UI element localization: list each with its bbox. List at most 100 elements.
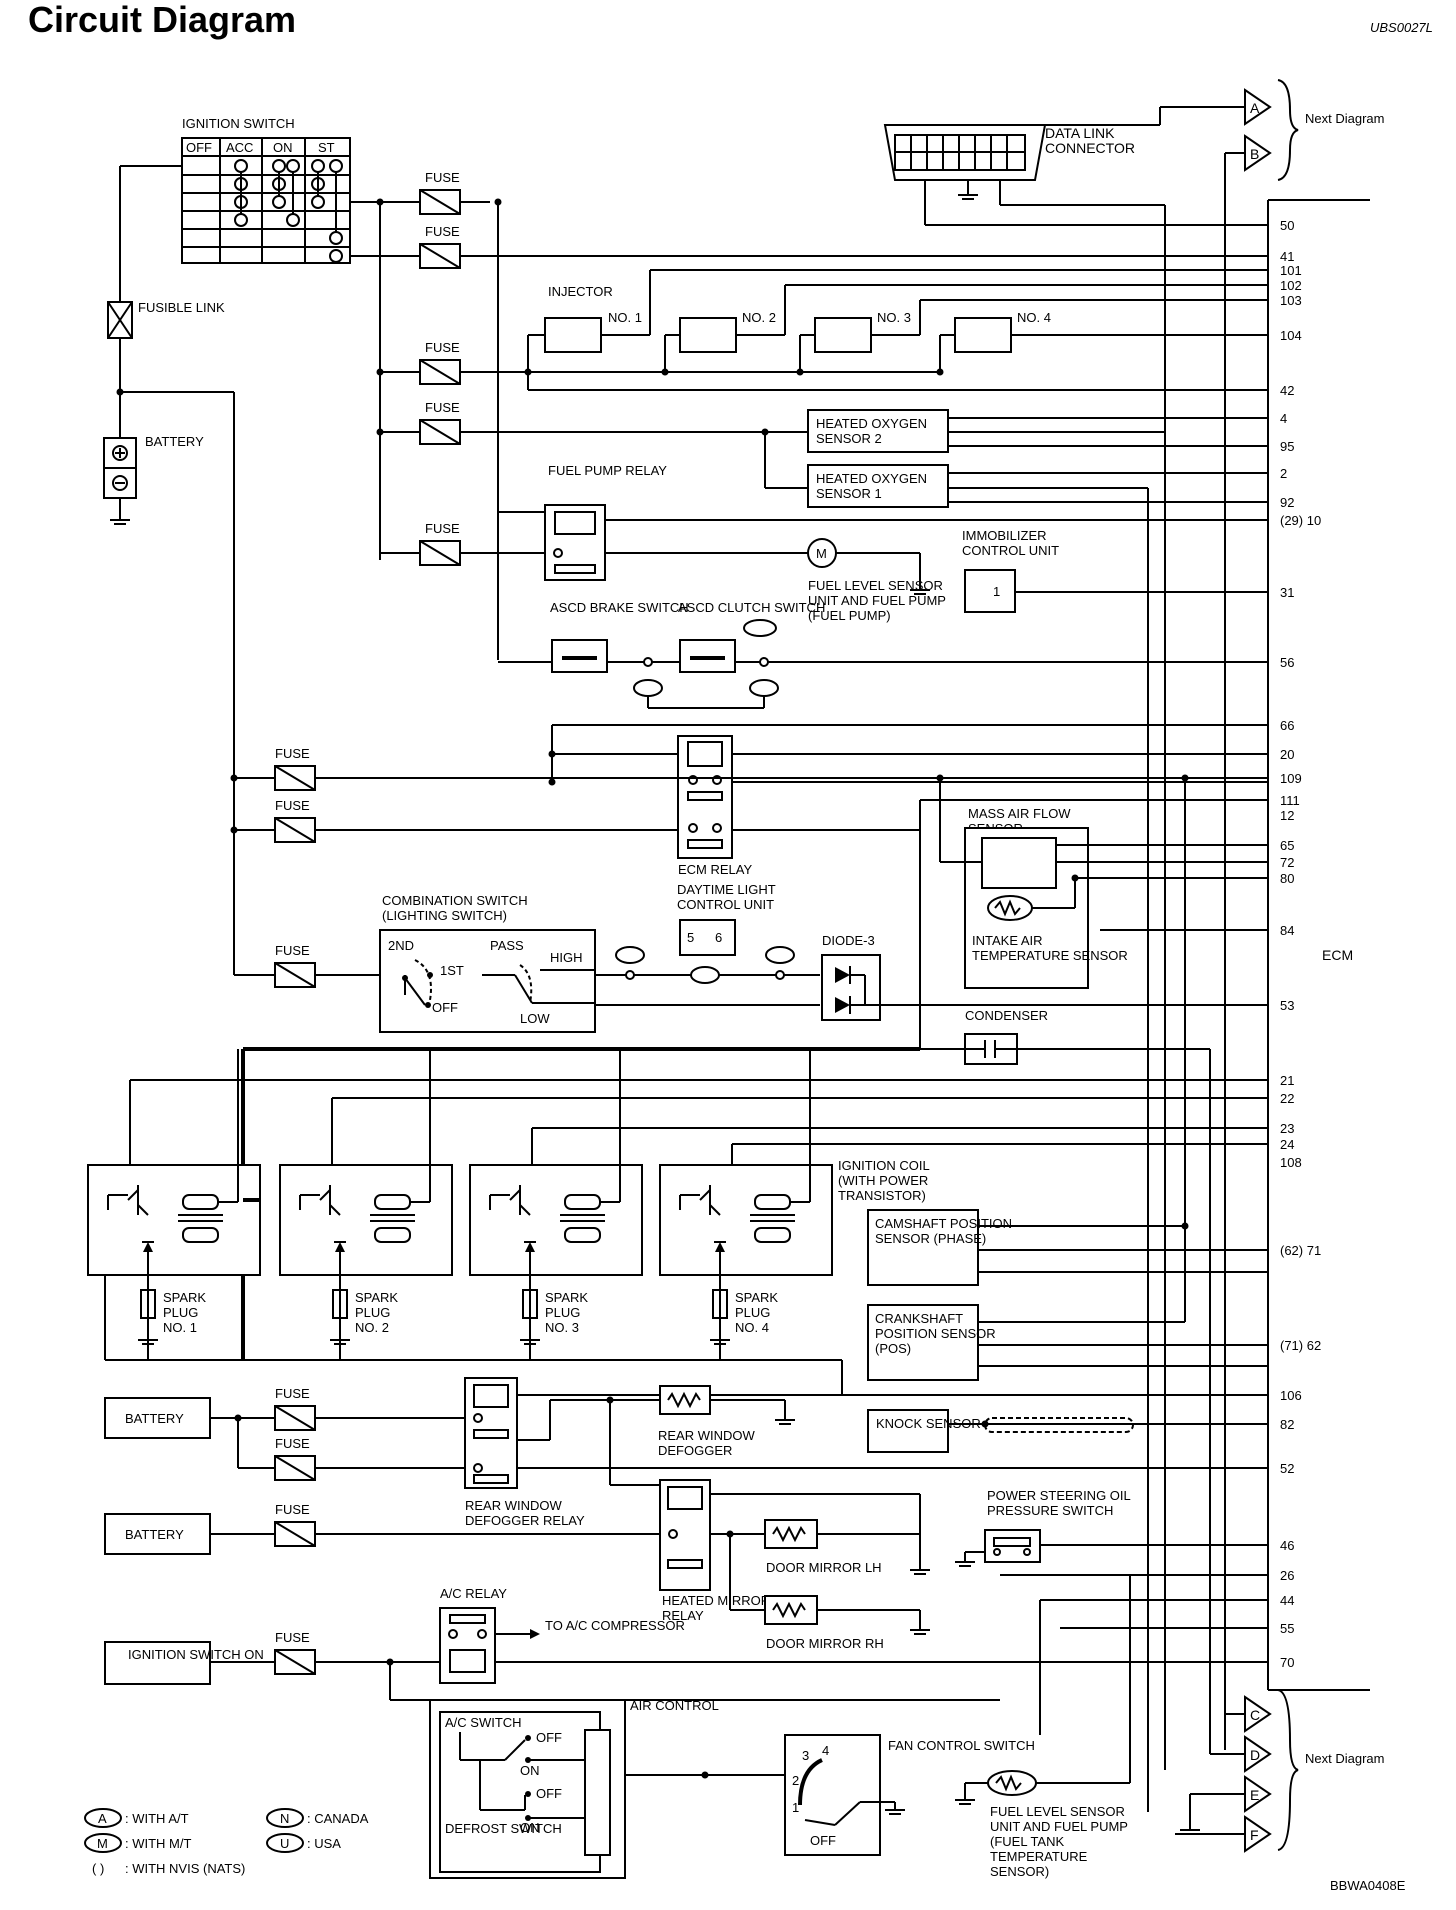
svg-text:KNOCK SENSOR: KNOCK SENSOR [876, 1416, 981, 1431]
ecm-pin-16: 109 [1280, 771, 1302, 786]
ignition-switch: IGNITION SWITCH OFF ACC ON ST [120, 116, 420, 264]
ecm-pin-36: 44 [1280, 1593, 1294, 1608]
ignition-coil-4 [659, 1164, 833, 1276]
svg-text:DEFROST SWITCH: DEFROST SWITCH [445, 1821, 562, 1836]
fan-control-switch: FAN CONTROL SWITCH 3 4 2 1 OFF [784, 1734, 1035, 1856]
upper-fuses: FUSE FUSE FUSE FUSE FUSE [376, 170, 1268, 566]
svg-text:NO. 2: NO. 2 [742, 310, 776, 325]
svg-text:CONDENSER: CONDENSER [965, 1008, 1048, 1023]
ecm-pin-27: 24 [1280, 1137, 1294, 1152]
fusible-link: FUSIBLE LINK [107, 166, 235, 975]
ecm-pin-4: 103 [1280, 293, 1302, 308]
svg-text:BATTERY: BATTERY [145, 434, 204, 449]
svg-text:A/C SWITCH: A/C SWITCH [445, 1715, 522, 1730]
svg-text:: CANADA: : CANADA [307, 1811, 369, 1826]
next-connectors-top: A B Next Diagram [1160, 79, 1384, 1750]
page-title: Circuit Diagram [28, 0, 296, 40]
ign-col-st: ST [318, 140, 335, 155]
ecm-pin-28: 108 [1280, 1155, 1302, 1170]
diode-3: DIODE-3 [821, 933, 1268, 1021]
svg-text:FUSE: FUSE [275, 943, 310, 958]
svg-text:ASCD BRAKE SWITCH: ASCD BRAKE SWITCH [550, 600, 689, 615]
svg-text:FUSE: FUSE [425, 400, 460, 415]
battery-main: BATTERY [103, 434, 204, 525]
svg-text:NO. 4: NO. 4 [1017, 310, 1051, 325]
svg-text:TO A/C COMPRESSOR: TO A/C COMPRESSOR [545, 1618, 685, 1633]
ecm-pin-8: 95 [1280, 439, 1294, 454]
svg-text:NO. 1: NO. 1 [608, 310, 642, 325]
ignition-coil-1 [87, 1164, 261, 1276]
reference-code-top: UBS0027L [1370, 20, 1433, 35]
svg-text:OFF: OFF [536, 1730, 562, 1745]
svg-text:M: M [816, 546, 827, 561]
svg-text:: USA: : USA [307, 1836, 341, 1851]
svg-text:FUSE: FUSE [275, 1630, 310, 1645]
svg-text:FUEL PUMP RELAY: FUEL PUMP RELAY [548, 463, 667, 478]
svg-text:DOOR MIRROR LH: DOOR MIRROR LH [766, 1560, 882, 1575]
ecm-pin-2: 101 [1280, 263, 1302, 278]
svg-text:: WITH A/T: : WITH A/T [125, 1811, 189, 1826]
svg-text:: WITH NVIS (NATS): : WITH NVIS (NATS) [125, 1861, 245, 1876]
ign-col-on: ON [273, 140, 293, 155]
svg-text:ECM RELAY: ECM RELAY [678, 862, 752, 877]
next-connectors-bottom: C D E F Next Diagram [1175, 1689, 1384, 1853]
svg-text:FUSE: FUSE [275, 798, 310, 813]
svg-text:4: 4 [822, 1743, 829, 1758]
svg-text:NO. 3: NO. 3 [877, 310, 911, 325]
ecm-pin-24: 21 [1280, 1073, 1294, 1088]
svg-text:FUSE: FUSE [275, 746, 310, 761]
svg-text:U: U [280, 1836, 289, 1851]
ecm-pin-18: 12 [1280, 808, 1294, 823]
svg-text:FUSE: FUSE [425, 224, 460, 239]
condenser: CONDENSER [920, 1008, 1211, 1754]
svg-text:: WITH M/T: : WITH M/T [125, 1836, 191, 1851]
right-side-grounds [1180, 1794, 1200, 1835]
svg-text:1: 1 [792, 1800, 799, 1815]
ecm-pin-26: 23 [1280, 1121, 1294, 1136]
ecm-pin-21: 80 [1280, 871, 1294, 886]
ecm-pin-3: 102 [1280, 278, 1302, 293]
svg-text:HIGH: HIGH [550, 950, 583, 965]
svg-text:ON: ON [520, 1763, 540, 1778]
svg-text:FUSE: FUSE [275, 1436, 310, 1451]
ecm-pin-13: 56 [1280, 655, 1294, 670]
ecm-pin-32: 82 [1280, 1417, 1294, 1432]
connector-d-label: D [1250, 1747, 1260, 1763]
ecm-pin-20: 72 [1280, 855, 1294, 870]
ign-col-off: OFF [186, 140, 212, 155]
ecm-pin-35: 26 [1280, 1568, 1294, 1583]
combination-switch: COMBINATION SWITCH(LIGHTING SWITCH) 2ND … [379, 893, 820, 1033]
svg-text:FUSE: FUSE [275, 1502, 310, 1517]
svg-text:N: N [280, 1811, 289, 1826]
ecm-pin-17: 111 [1280, 793, 1300, 808]
svg-text:2: 2 [792, 1773, 799, 1788]
svg-text:A/C RELAY: A/C RELAY [440, 1586, 507, 1601]
ignition-coil-2 [279, 1164, 453, 1276]
legend: A : WITH A/T M : WITH M/T ( ) : WITH NVI… [84, 1808, 369, 1876]
ecm-pin-1: 41 [1280, 249, 1294, 264]
svg-text:INJECTOR: INJECTOR [548, 284, 613, 299]
svg-text:ON: ON [520, 1820, 540, 1835]
svg-text:OFF: OFF [432, 1000, 458, 1015]
svg-text:3: 3 [802, 1748, 809, 1763]
svg-text:FUSE: FUSE [275, 1386, 310, 1401]
ecm-relay: ECM RELAY [548, 724, 1268, 877]
svg-text:DIODE-3: DIODE-3 [822, 933, 875, 948]
